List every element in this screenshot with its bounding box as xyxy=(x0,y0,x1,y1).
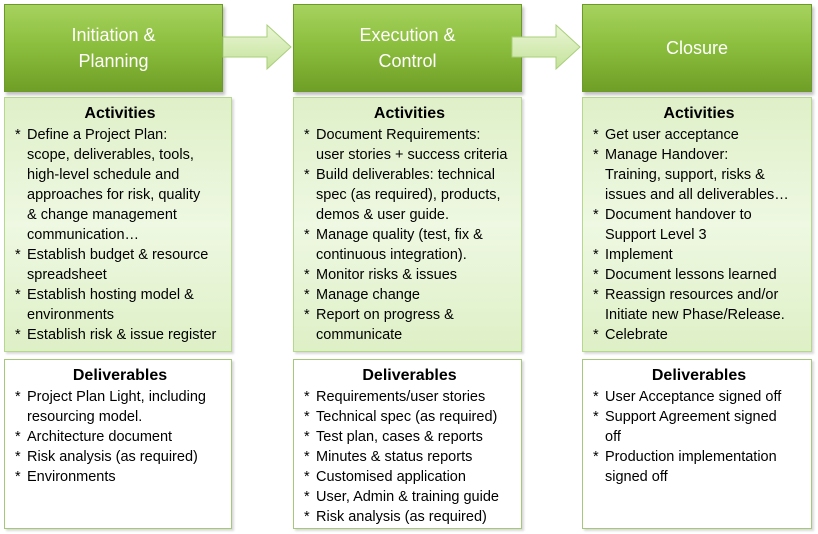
list-item: Report on progress & communicate xyxy=(304,305,515,345)
activities-box-initiation: Activities Define a Project Plan: scope,… xyxy=(4,97,232,352)
deliverables-heading: Deliverables xyxy=(362,367,457,384)
deliverables-list: Project Plan Light, including resourcing… xyxy=(15,387,225,487)
list-item: Get user acceptance xyxy=(593,125,805,145)
deliverables-heading: Deliverables xyxy=(72,367,168,384)
activities-heading: Activities xyxy=(84,105,156,122)
activities-list: Define a Project Plan: scope, deliverabl… xyxy=(15,125,225,345)
list-item: Establish risk & issue register xyxy=(15,325,225,345)
list-item: Risk analysis (as required) xyxy=(304,507,515,527)
list-item: Build deliverables: technical spec (as r… xyxy=(304,165,515,225)
list-item: Risk analysis (as required) xyxy=(15,447,225,467)
activities-heading: Activities xyxy=(373,105,446,122)
list-item: Manage change xyxy=(304,285,515,305)
list-item: User Acceptance signed off xyxy=(593,387,805,407)
activities-list: Get user acceptance Manage Handover: Tra… xyxy=(593,125,805,345)
activities-box-closure: Activities Get user acceptance Manage Ha… xyxy=(582,97,812,352)
right-arrow-icon xyxy=(511,23,581,71)
list-item: Technical spec (as required) xyxy=(304,407,515,427)
list-item: Establish budget & resource spreadsheet xyxy=(15,245,225,285)
phase-initiation-planning: Initiation & Planning xyxy=(4,4,223,92)
activities-list: Document Requirements: user stories + su… xyxy=(304,125,515,345)
list-item: Document handover to Support Level 3 xyxy=(593,205,805,245)
list-item: Document lessons learned xyxy=(593,265,805,285)
list-item: Environments xyxy=(15,467,225,487)
right-arrow-icon xyxy=(222,23,292,71)
list-item: Minutes & status reports xyxy=(304,447,515,467)
list-item: Manage Handover: Training, support, risk… xyxy=(593,145,805,205)
list-item: Customised application xyxy=(304,467,515,487)
deliverables-box-closure: Deliverables User Acceptance signed off … xyxy=(582,359,812,529)
list-item: User, Admin & training guide xyxy=(304,487,515,507)
list-item: Requirements/user stories xyxy=(304,387,515,407)
list-item: Celebrate xyxy=(593,325,805,345)
list-item: Implement xyxy=(593,245,805,265)
list-item: Define a Project Plan: scope, deliverabl… xyxy=(15,125,225,245)
deliverables-heading: Deliverables xyxy=(651,367,747,384)
list-item: Support Agreement signed off xyxy=(593,407,805,447)
list-item: Document Requirements: user stories + su… xyxy=(304,125,515,165)
phase-closure: Closure xyxy=(582,4,812,92)
list-item: Monitor risks & issues xyxy=(304,265,515,285)
phase-execution-control: Execution & Control xyxy=(293,4,522,92)
deliverables-box-execution: Deliverables Requirements/user stories T… xyxy=(293,359,522,529)
deliverables-list: Requirements/user stories Technical spec… xyxy=(304,387,515,527)
deliverables-box-initiation: Deliverables Project Plan Light, includi… xyxy=(4,359,232,529)
list-item: Test plan, cases & reports xyxy=(304,427,515,447)
deliverables-list: User Acceptance signed off Support Agree… xyxy=(593,387,805,487)
list-item: Establish hosting model & environments xyxy=(15,285,225,325)
list-item: Project Plan Light, including resourcing… xyxy=(15,387,225,427)
activities-box-execution: Activities Document Requirements: user s… xyxy=(293,97,522,352)
list-item: Production implementation signed off xyxy=(593,447,805,487)
list-item: Architecture document xyxy=(15,427,225,447)
list-item: Manage quality (test, fix & continuous i… xyxy=(304,225,515,265)
list-item: Reassign resources and/or Initiate new P… xyxy=(593,285,805,325)
activities-heading: Activities xyxy=(663,105,735,122)
